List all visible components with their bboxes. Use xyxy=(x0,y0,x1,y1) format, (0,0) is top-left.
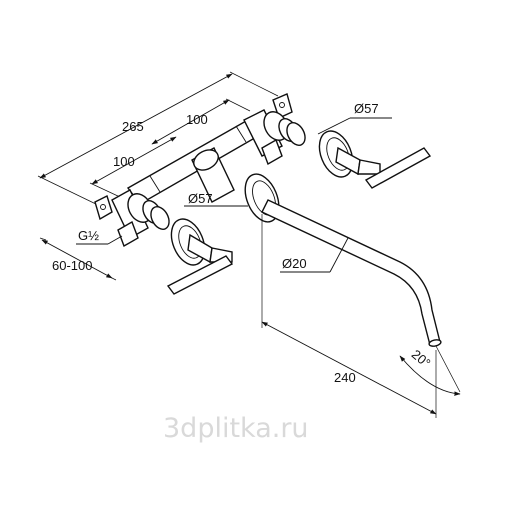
dimension-thread-label: G½ xyxy=(78,228,99,243)
left-rosette xyxy=(170,218,206,266)
left-valve-body xyxy=(111,189,170,248)
dimension-d20 xyxy=(280,237,349,273)
dimension-100-upper xyxy=(151,98,251,145)
spout xyxy=(261,199,442,347)
dimension-d20-label: Ø20 xyxy=(282,256,307,271)
dimension-265-label: 265 xyxy=(122,119,144,134)
watermark: 3dplitka.ru xyxy=(163,413,309,444)
dimension-100-lower-label: 100 xyxy=(113,154,135,169)
dimension-240-label: 240 xyxy=(334,370,356,385)
dimension-d57-right xyxy=(317,117,392,135)
right-rosette xyxy=(318,130,354,178)
center-spout-body xyxy=(191,147,235,203)
left-wall-bracket xyxy=(94,195,113,221)
dimension-265 xyxy=(37,71,279,207)
right-valve-body xyxy=(243,109,306,166)
dimension-angle-label: 20° xyxy=(409,346,434,370)
dimension-d57-right-label: Ø57 xyxy=(354,101,379,116)
dimension-d57-center-label: Ø57 xyxy=(188,191,213,206)
left-handle xyxy=(166,233,234,295)
dimension-100-lower xyxy=(89,136,177,198)
dimension-60-100 xyxy=(39,237,117,281)
right-handle xyxy=(335,146,432,189)
dimension-angle xyxy=(399,345,461,396)
dimension-100-upper-label: 100 xyxy=(186,112,208,127)
dimension-60-100-label: 60-100 xyxy=(52,258,92,273)
